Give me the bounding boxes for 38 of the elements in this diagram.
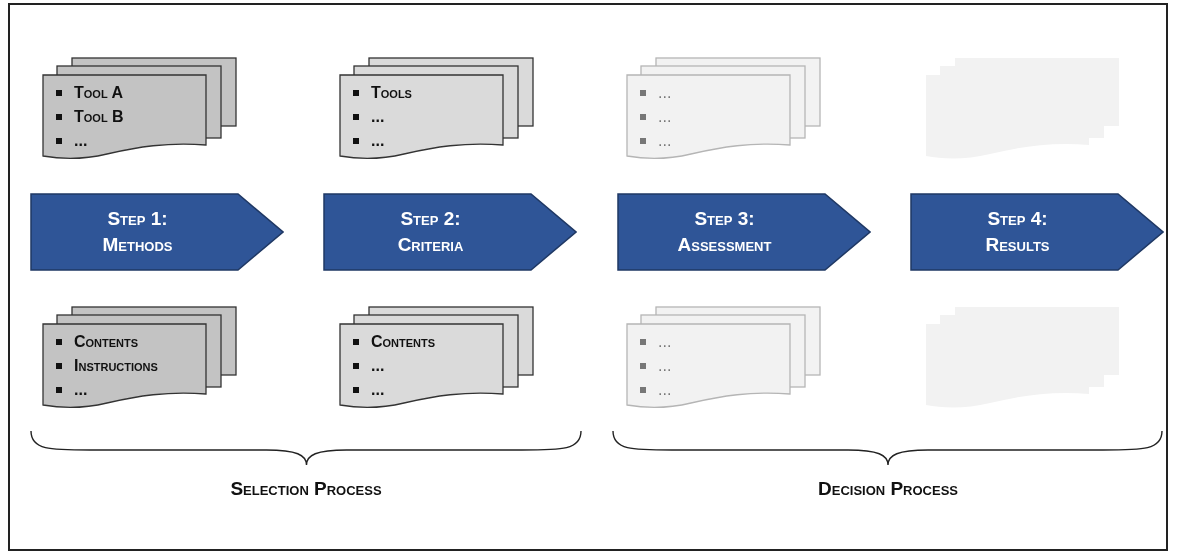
list-item-text: ... bbox=[371, 381, 385, 399]
list-item-text: ... bbox=[658, 357, 672, 375]
list-item-text: Instructions bbox=[74, 357, 158, 375]
list-item-text: ... bbox=[658, 381, 672, 399]
document-stack bbox=[626, 306, 822, 410]
document-stack bbox=[42, 57, 238, 161]
brace-label: Selection Process bbox=[230, 478, 382, 500]
list-item-text: ... bbox=[371, 132, 385, 150]
step-label: Assessment bbox=[677, 233, 772, 257]
brace-label: Decision Process bbox=[818, 478, 958, 500]
list-item-text: ... bbox=[74, 132, 88, 150]
list-item-text: ... bbox=[74, 381, 88, 399]
step-label: Step 2: bbox=[400, 207, 461, 231]
step-banner bbox=[617, 193, 871, 271]
step-banner bbox=[323, 193, 577, 271]
document-stack bbox=[339, 57, 535, 161]
step-label: Methods bbox=[102, 233, 173, 257]
list-item-text: ... bbox=[658, 84, 672, 102]
step-label: Results bbox=[985, 233, 1050, 257]
step-label: Step 4: bbox=[987, 207, 1048, 231]
step-label: Step 3: bbox=[694, 207, 755, 231]
list-item-text: Tools bbox=[371, 84, 412, 102]
list-item-text: ... bbox=[658, 333, 672, 351]
list-item-text: ... bbox=[371, 357, 385, 375]
list-item-text: ... bbox=[658, 132, 672, 150]
list-item-text: Contents bbox=[74, 333, 139, 351]
document-stack bbox=[42, 306, 238, 410]
list-item-text: Tool A bbox=[74, 84, 123, 102]
list-item-text: Contents bbox=[371, 333, 436, 351]
step-banner bbox=[30, 193, 284, 271]
step-banner bbox=[910, 193, 1164, 271]
list-item-text: Tool B bbox=[74, 108, 124, 126]
document-stack bbox=[626, 57, 822, 161]
list-item-text: ... bbox=[658, 108, 672, 126]
list-item-text: ... bbox=[371, 108, 385, 126]
document-stack bbox=[339, 306, 535, 410]
step-label: Step 1: bbox=[107, 207, 168, 231]
step-label: Criteria bbox=[397, 233, 464, 257]
